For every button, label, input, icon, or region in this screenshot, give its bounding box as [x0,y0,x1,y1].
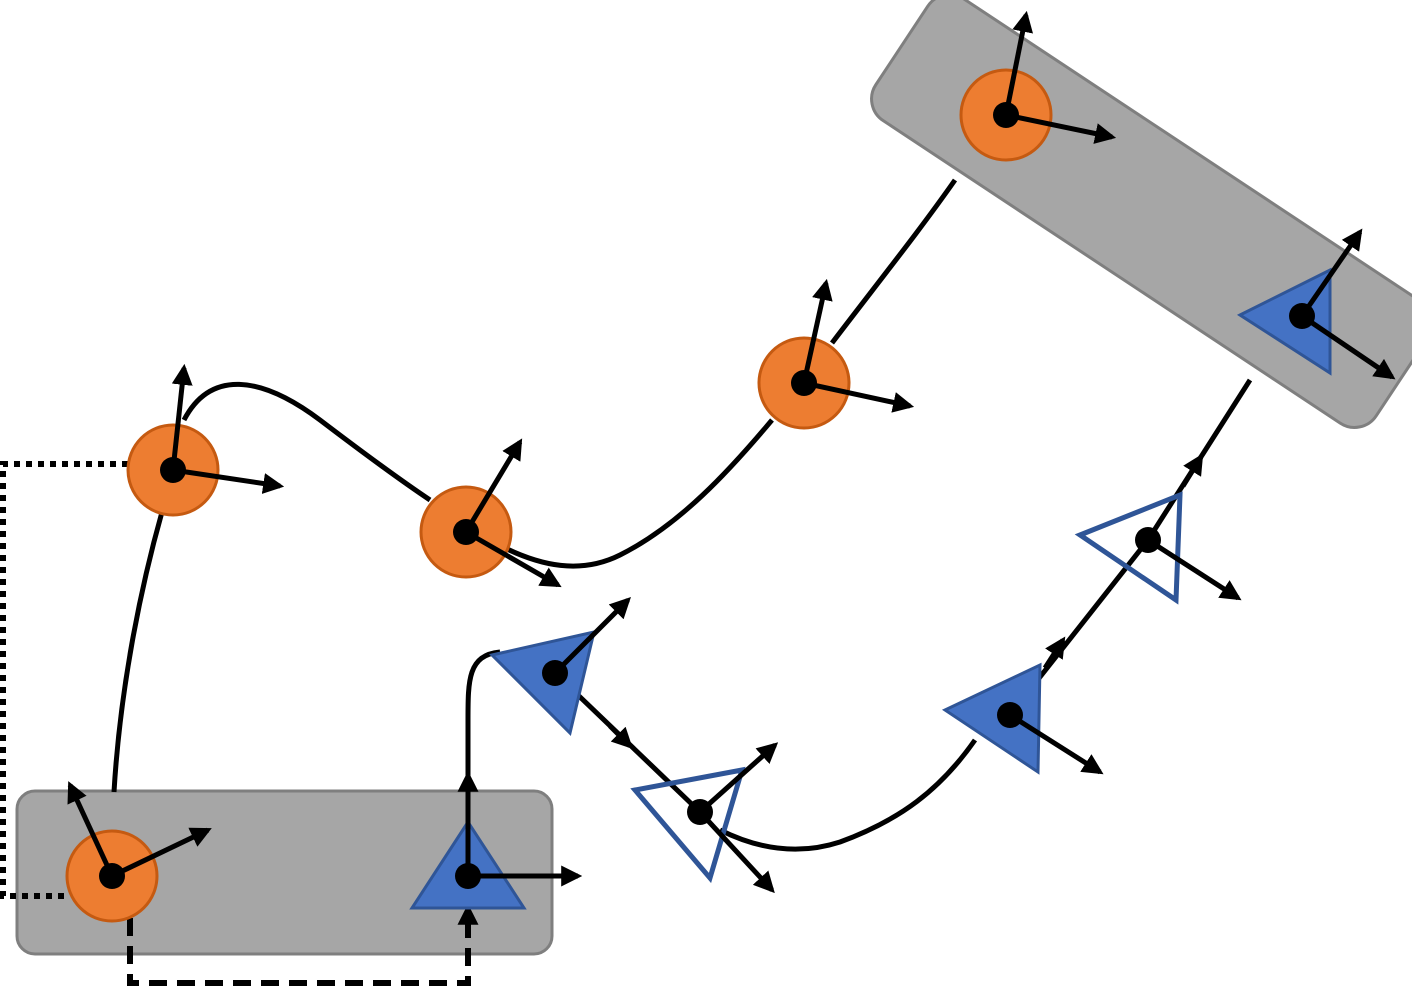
trajectory-mid-arrow-2 [1042,636,1066,670]
hollow-triangle-pose-2 [1074,491,1183,605]
trajectory-curve-circles-4 [830,178,958,345]
pose-center-dots [99,102,1315,889]
triangle-pose-3 [941,662,1042,775]
triangle-pose-4 [1236,267,1332,376]
pose-frame-axes-icon [67,10,1396,894]
trajectory-curve-triangles-3 [718,738,978,852]
dotted-constraint [0,461,128,899]
trajectory-curve-circles-2 [181,381,432,503]
rigid-body-bottom-left [15,789,554,956]
trajectory-mid-arrow-3 [1180,453,1204,488]
trajectory-curve-circles-3 [503,418,774,569]
hollow-triangle-pose-1 [630,766,746,884]
dashed-constraint [127,918,471,986]
trajectory-mid-arrow-1 [608,724,633,749]
trajectory-curve-circles-1 [111,511,165,793]
trajectory-curve-triangles-1 [465,649,501,792]
